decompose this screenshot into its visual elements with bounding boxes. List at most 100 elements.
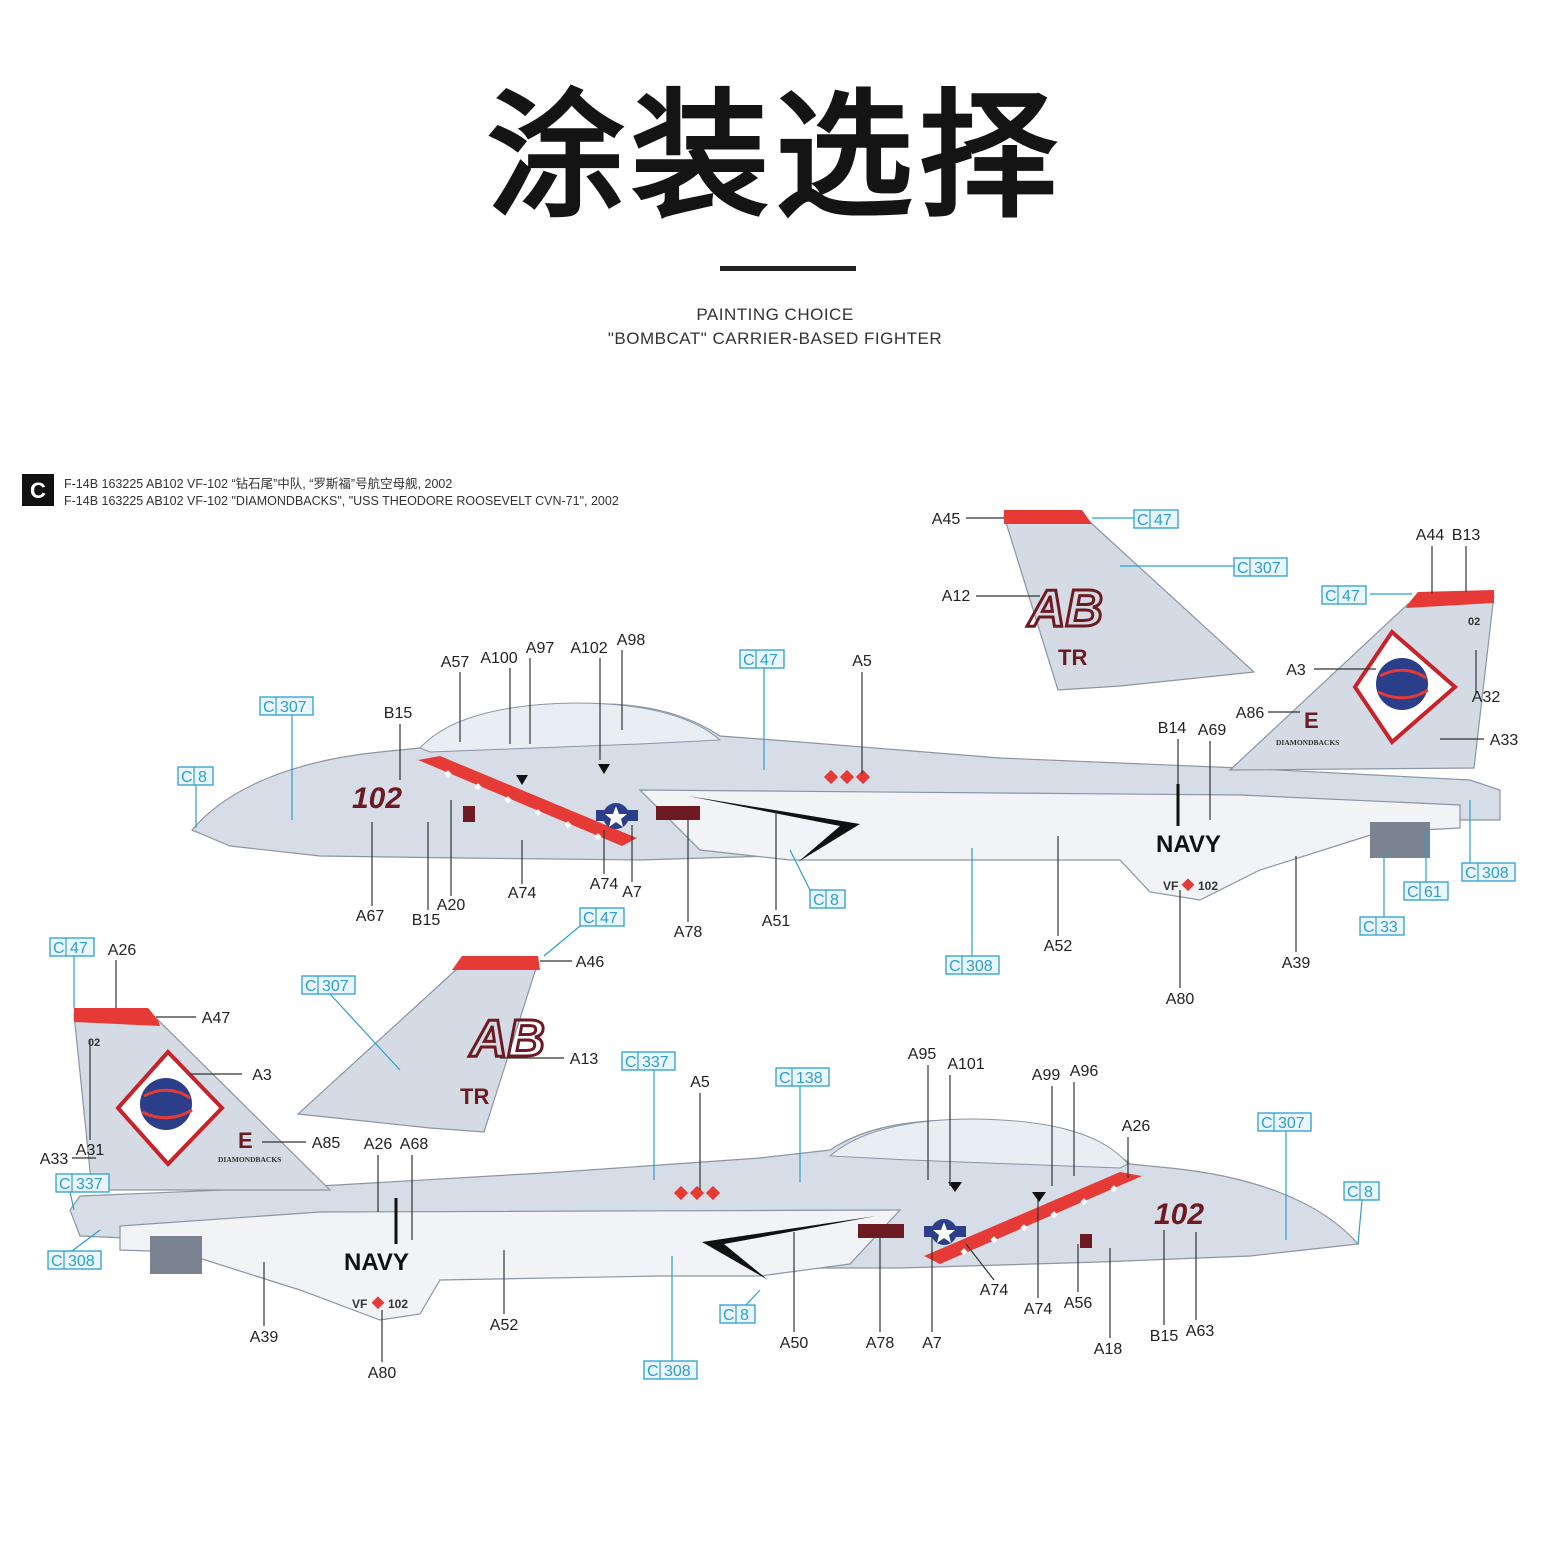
top-code-box-7: [945, 955, 1000, 975]
top-label-text-21: A74: [590, 876, 619, 893]
bottom-label-13: A99: [1032, 1067, 1061, 1186]
bottom-panel-small: [1080, 1234, 1092, 1248]
bottom-label-8: A26: [364, 1136, 392, 1212]
top-label-text-22: A7: [622, 884, 642, 901]
bottom-label-3: A3: [190, 1067, 272, 1084]
bottom-code-number-9: 308: [664, 1363, 691, 1380]
bottom-stripe-diamonds: [960, 1185, 1118, 1256]
top-code-number-6: 8: [830, 892, 839, 909]
bottom-canopy: [828, 1118, 1129, 1169]
top-label-0: A45: [932, 511, 1004, 528]
top-label-23: A78: [674, 818, 703, 941]
top-code-number-8: 33: [1380, 919, 1398, 936]
top-code-letter-7: C: [949, 958, 961, 975]
bottom-label-12: A101: [947, 1056, 985, 1186]
bottom-label-18: A80: [368, 1310, 396, 1382]
top-label-text-23: A78: [674, 924, 703, 941]
top-label-text-1: A12: [942, 588, 971, 605]
bottom-label-text-7: A85: [312, 1135, 341, 1152]
top-label-21: A74: [590, 830, 619, 893]
top-code-number-4: 47: [760, 652, 778, 669]
bottom-code-box-5: [1257, 1112, 1312, 1132]
bottom-code-box-6: [55, 1173, 110, 1193]
page-title: 涂装选择: [486, 76, 1063, 237]
top-intake-lower: [638, 789, 1461, 901]
bottom-code-box-2: [301, 975, 356, 995]
scheme-line-en: F-14B 163225 AB102 VF-102 "DIAMONDBACKS"…: [64, 494, 619, 508]
bottom-label-text-13: A99: [1032, 1067, 1061, 1084]
bottom-code-leader-10: [1357, 1199, 1363, 1245]
bottom-label-6: A31: [76, 1040, 104, 1159]
scheme-line-cn: F-14B 163225 AB102 VF-102 “钻石尾”中队, “罗斯福”…: [64, 476, 452, 491]
bottom-code-letter-5: C: [1261, 1115, 1273, 1132]
bottom-code-letter-10: C: [1347, 1184, 1359, 1201]
top-code-box-5: [1321, 585, 1367, 605]
bottom-label-text-14: A96: [1070, 1063, 1099, 1080]
top-label-9: B14: [1158, 720, 1186, 784]
top-vf: VF: [1163, 879, 1178, 893]
bottom-code-number-5: 307: [1278, 1115, 1305, 1132]
bottom-label-14: A96: [1070, 1063, 1099, 1176]
bottom-label-27: A63: [1186, 1232, 1214, 1340]
top-code-letter-5: C: [1325, 588, 1337, 605]
top-label-17: A67: [356, 822, 384, 925]
bottom-label-11: A95: [908, 1046, 936, 1180]
top-fin-snake: [1377, 668, 1429, 700]
bottom-label-text-3: A3: [252, 1067, 272, 1084]
top-vf-number: 102: [1198, 879, 1218, 893]
top-code-box-6: [809, 889, 846, 909]
bottom-label-4: A13: [500, 1051, 598, 1068]
bottom-squadron-letter: E: [238, 1128, 253, 1153]
bottom-glove-chevron: [702, 1216, 876, 1280]
top-panel-dark: [656, 806, 700, 820]
bottom-spine-diamonds: [673, 1185, 721, 1201]
top-label-text-15: A32: [1472, 689, 1501, 706]
top-code-9: C 61: [1403, 830, 1449, 901]
bottom-code-letter-9: C: [647, 1363, 659, 1380]
top-code-number-10: 308: [1482, 865, 1509, 882]
top-code-letter-2: C: [263, 699, 275, 716]
top-squadron-name: DIAMONDBACKS: [1276, 738, 1339, 747]
bottom-vf-number: 102: [388, 1297, 408, 1311]
top-wing-tailcode: AB: [1026, 580, 1103, 638]
top-label-text-4: A97: [526, 640, 555, 657]
bottom-squadron-name: DIAMONDBACKS: [218, 1155, 281, 1164]
top-label-text-6: A98: [617, 632, 646, 649]
bottom-label-text-21: A7: [922, 1335, 942, 1352]
bottom-code-box-0: [49, 937, 95, 957]
bottom-label-17: A52: [490, 1250, 518, 1334]
bottom-fin-tip-red: [74, 1008, 160, 1026]
top-code-box-1: [1233, 557, 1288, 577]
top-vf-diamond: [1181, 878, 1195, 892]
bottom-label-text-19: A50: [780, 1335, 809, 1352]
top-code-number-9: 61: [1424, 884, 1442, 901]
top-label-text-3: A100: [480, 650, 517, 667]
subtitle-bombcat: "BOMBCAT" CARRIER-BASED FIGHTER: [607, 329, 943, 348]
top-label-text-2: A57: [441, 654, 470, 671]
top-label-7: B15: [384, 705, 412, 780]
bottom-label-9: A68: [400, 1136, 428, 1240]
subtitle-painting-choice: PAINTING CHOICE: [696, 305, 854, 324]
top-warning-triangle-2: [598, 764, 610, 774]
bottom-wing-tr: TR: [460, 1084, 489, 1109]
top-label-20: A74: [508, 840, 536, 902]
top-label-text-5: A102: [570, 640, 607, 657]
bottom-code-number-2: 307: [322, 978, 349, 995]
bottom-label-text-12: A101: [947, 1056, 984, 1073]
top-label-25: A52: [1044, 836, 1072, 955]
top-label-text-8: A5: [852, 653, 872, 670]
top-code-letter-9: C: [1407, 884, 1419, 901]
bottom-code-number-7: 308: [68, 1253, 95, 1270]
bottom-code-leader-7: [71, 1229, 101, 1252]
top-wing: AB TR: [1003, 510, 1256, 691]
top-label-24: A51: [762, 810, 790, 930]
